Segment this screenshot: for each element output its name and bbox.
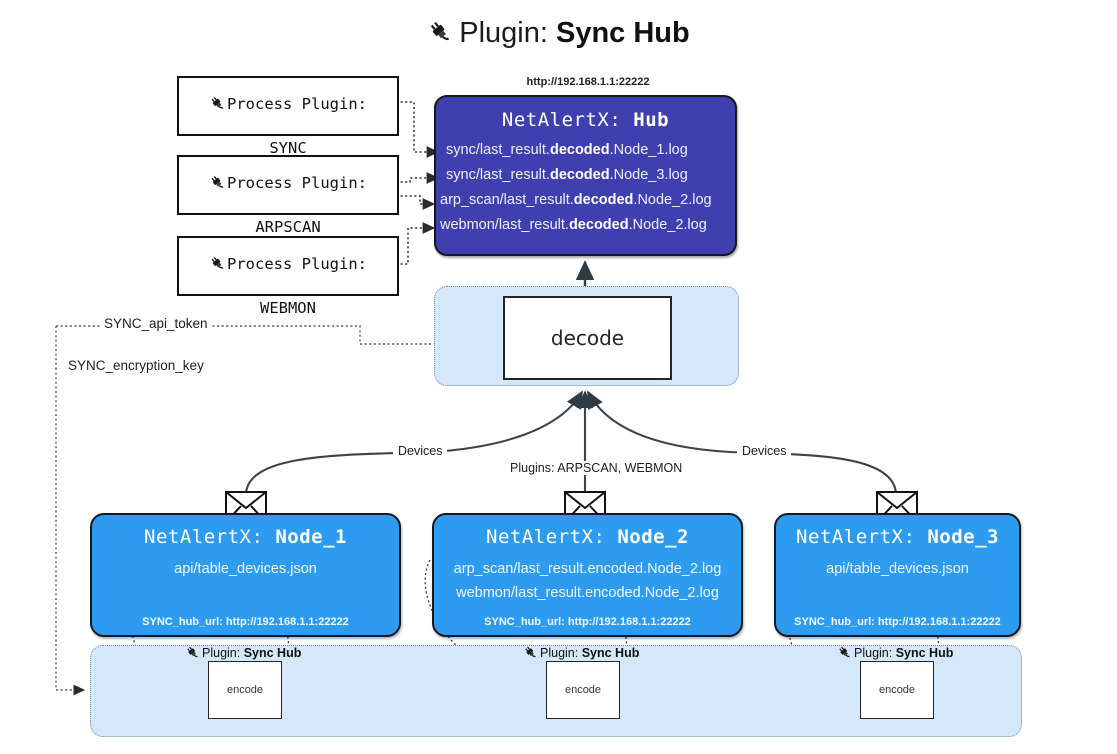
encoder-label-prefix: Plugin:: [540, 646, 582, 660]
edge-label-plugins: Plugins: ARPSCAN, WEBMON: [505, 461, 688, 475]
hub-log-list: sync/last_result.decoded.Node_1.log sync…: [436, 138, 735, 238]
encoder-label-name: Sync Hub: [581, 646, 640, 660]
plug-icon: [427, 19, 453, 54]
log-post: .Node_3.log: [609, 166, 688, 183]
node-line-list: arp_scan/last_result.encoded.Node_2.log …: [434, 557, 741, 606]
node-line: webmon/last_result.encoded.Node_2.log: [456, 585, 719, 602]
log-pre: sync/last_result.: [446, 142, 550, 158]
encoder-label-prefix: Plugin:: [202, 646, 244, 660]
hub-log-line: sync/last_result.decoded.Node_3.log: [436, 163, 735, 188]
process-plugin-name: ARPSCAN: [255, 218, 321, 237]
plug-icon: [185, 645, 200, 663]
log-pre: webmon/last_result.: [440, 216, 569, 233]
node-title-prefix: NetAlertX:: [144, 526, 276, 548]
node-footer: SYNC_hub_url: http://192.168.1.1:22222: [794, 616, 1001, 628]
decode-box[interactable]: decode: [503, 296, 672, 380]
node-3[interactable]: NetAlertX: Node_3 api/table_devices.json…: [774, 513, 1021, 637]
node-title-prefix: NetAlertX:: [796, 526, 928, 548]
node-line-list: api/table_devices.json: [776, 557, 1019, 581]
page-title-prefix: Plugin:: [459, 17, 556, 49]
log-post: .Node_2.log: [633, 191, 712, 208]
encoder-label-name: Sync Hub: [243, 646, 302, 660]
process-plugin-label: Process Plugin:: [227, 254, 367, 273]
hub-title-prefix: NetAlertX:: [501, 109, 634, 131]
hub-log-line: arp_scan/last_result.decoded.Node_2.log: [436, 188, 735, 213]
process-plugin-label: Process Plugin:: [227, 94, 367, 113]
node-footer: SYNC_hub_url: http://192.168.1.1:22222: [142, 616, 349, 628]
encoder-label-prefix: Plugin:: [854, 646, 896, 660]
log-post: .Node_1.log: [609, 142, 688, 158]
process-plugin-arpscan[interactable]: Process Plugin: ARPSCAN: [177, 153, 399, 236]
node-line: arp_scan/last_result.encoded.Node_2.log: [453, 561, 722, 577]
node-title: NetAlertX: Node_1: [92, 526, 399, 548]
process-plugin-webmon[interactable]: Process Plugin: WEBMON: [177, 234, 399, 317]
hub-title-name: Hub: [633, 109, 670, 131]
hub-node[interactable]: NetAlertX: Hub sync/last_result.decoded.…: [434, 95, 737, 256]
node-line: api/table_devices.json: [826, 561, 969, 577]
encoder-label-name: Sync Hub: [895, 646, 954, 660]
plug-icon: [209, 234, 226, 278]
hub-url-label: http://192.168.1.1:22222: [526, 76, 650, 88]
encode-box-2[interactable]: encode: [546, 661, 620, 719]
node-2[interactable]: NetAlertX: Node_2 arp_scan/last_result.e…: [432, 513, 743, 637]
plugin-to-hub-edges: [396, 101, 440, 265]
devices-edges: [244, 390, 898, 496]
plug-icon: [523, 645, 538, 663]
sync-api-token-label: SYNC_api_token: [100, 316, 212, 331]
log-pre: arp_scan/last_result.: [440, 191, 574, 208]
hub-title: NetAlertX: Hub: [436, 109, 735, 131]
log-post: .Node_2.log: [628, 216, 707, 233]
plug-icon: [837, 645, 852, 663]
node-title-name: Node_3: [927, 526, 999, 548]
process-plugin-name: WEBMON: [259, 299, 316, 318]
edge-label-devices-left: Devices: [393, 444, 448, 458]
page-title-name: Sync Hub: [555, 17, 690, 49]
log-em: decoded: [573, 191, 634, 208]
log-em: decoded: [549, 166, 610, 183]
encode-box-3[interactable]: encode: [860, 661, 934, 719]
log-pre: sync/last_result.: [446, 166, 550, 183]
hub-log-line: webmon/last_result.decoded.Node_2.log: [436, 213, 735, 238]
node-1[interactable]: NetAlertX: Node_1 api/table_devices.json…: [90, 513, 401, 637]
node-line-list: api/table_devices.json: [92, 557, 399, 581]
plug-icon: [209, 153, 226, 197]
sync-encryption-key-label: SYNC_encryption_key: [64, 358, 208, 373]
node-footer: SYNC_hub_url: http://192.168.1.1:22222: [484, 616, 691, 628]
encoder-plugin-label-2: Plugin: Sync Hub: [523, 645, 639, 663]
node-title: NetAlertX: Node_3: [776, 526, 1019, 548]
node-line: api/table_devices.json: [174, 561, 317, 577]
hub-log-line: sync/last_result.decoded.Node_1.log: [436, 138, 735, 163]
edge-label-devices-right: Devices: [737, 444, 792, 458]
encoder-plugin-label-3: Plugin: Sync Hub: [837, 645, 953, 663]
process-plugin-name: SYNC: [269, 139, 307, 158]
process-plugin-sync[interactable]: Process Plugin: SYNC: [177, 74, 399, 157]
node-title-name: Node_2: [617, 526, 689, 548]
process-plugin-label: Process Plugin:: [227, 173, 367, 192]
node-title-name: Node_1: [275, 526, 347, 548]
plug-icon: [209, 74, 226, 118]
log-em: decoded: [568, 216, 629, 233]
encoder-plugin-label-1: Plugin: Sync Hub: [185, 645, 301, 663]
encode-box-1[interactable]: encode: [208, 661, 282, 719]
node-title: NetAlertX: Node_2: [434, 526, 741, 548]
log-em: decoded: [549, 142, 610, 158]
page-title: Plugin: Sync Hub: [0, 16, 1117, 54]
node-title-prefix: NetAlertX:: [486, 526, 618, 548]
